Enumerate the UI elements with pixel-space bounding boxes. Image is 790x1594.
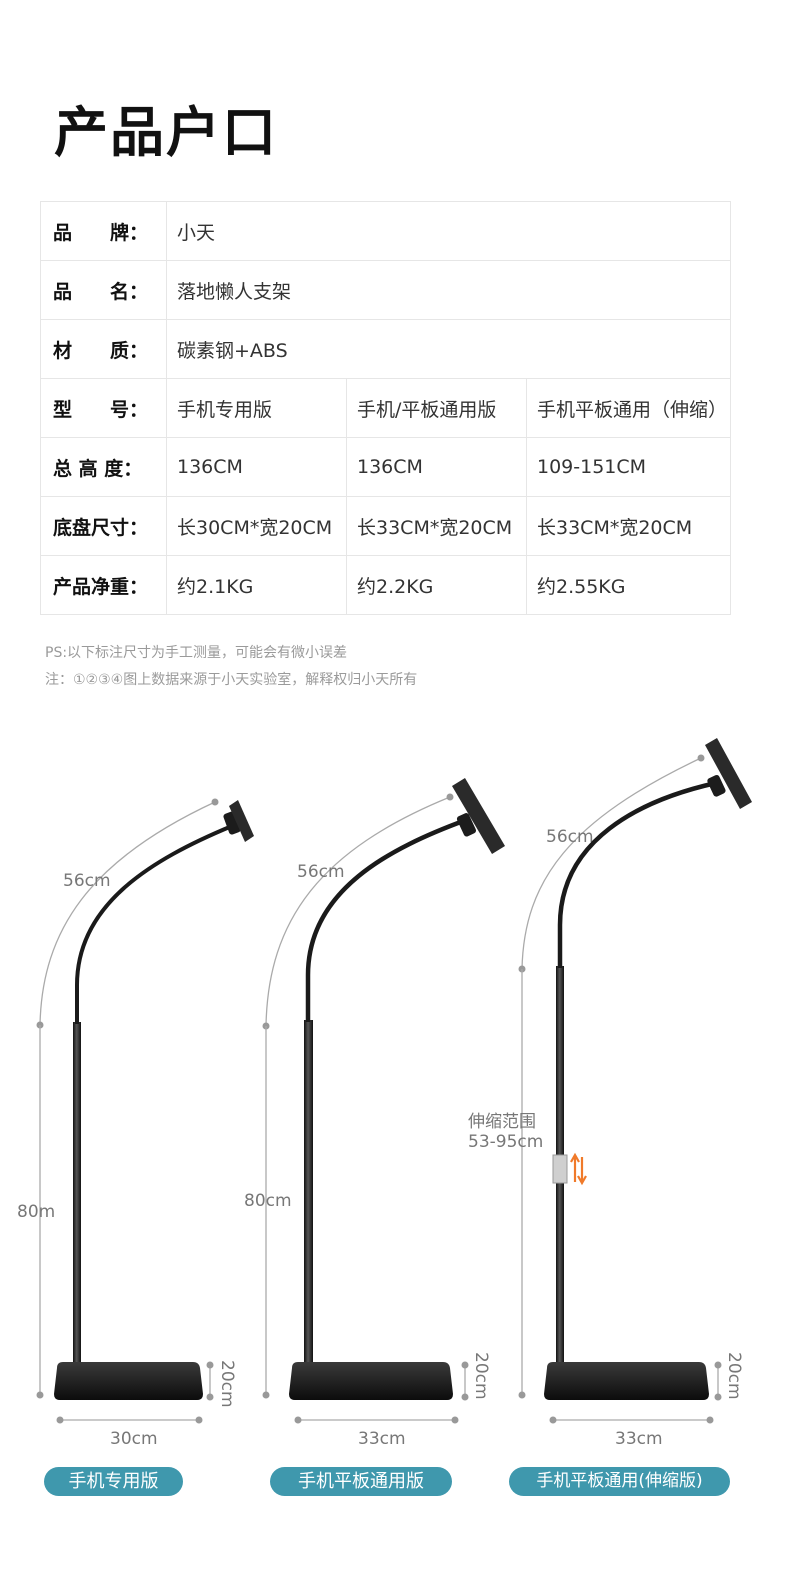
variant-label-phone-tablet: 手机平板通用版 — [270, 1467, 452, 1496]
spec-value: 手机平板通用（伸缩） — [525, 378, 732, 438]
telescopic-joint — [552, 1154, 568, 1184]
pole-height-label: 80m — [17, 1202, 55, 1222]
base — [544, 1362, 709, 1400]
spec-row-brand: 品 牌： 小天 — [40, 201, 732, 261]
spec-value: 136CM — [166, 437, 347, 497]
base-width-label: 33cm — [615, 1429, 663, 1449]
base-width-label: 33cm — [358, 1429, 406, 1449]
spec-value: 长33CM*宽20CM — [346, 496, 527, 556]
notes: PS:以下标注尺寸为手工测量，可能会有微小误差 注：①②③④图上数据来源于小天实… — [45, 640, 417, 694]
gooseneck — [75, 824, 233, 1024]
spec-row-name: 品 名： 落地懒人支架 — [40, 260, 732, 320]
spec-label: 型 号： — [40, 378, 167, 438]
spec-value: 约2.2KG — [346, 555, 527, 615]
tablet-clamp — [705, 738, 752, 809]
spec-value: 手机/平板通用版 — [346, 378, 527, 438]
spec-label: 底盘尺寸： — [40, 496, 167, 556]
spec-row-height: 总 高 度： 136CM 136CM 109-151CM — [40, 437, 732, 497]
spec-value: 长33CM*宽20CM — [525, 496, 732, 556]
spec-label: 材 质： — [40, 319, 167, 379]
stand-phone: 56cm 80m 20cm 30cm — [17, 798, 254, 1449]
variant-label-phone: 手机专用版 — [44, 1467, 183, 1496]
arm-dimension-line — [265, 796, 451, 1027]
spec-value: 约2.55KG — [525, 555, 732, 615]
spec-value: 109-151CM — [525, 437, 732, 497]
stand-diagrams: 56cm 80m 20cm 30cm 56cm 80cm 20cm 33cm — [17, 738, 752, 1449]
base-depth-label: 20cm — [217, 1360, 237, 1408]
range-title: 伸缩范围 — [468, 1112, 536, 1132]
spec-row-material: 材 质： 碳素钢+ABS — [40, 319, 732, 379]
spec-value: 长30CM*宽20CM — [166, 496, 347, 556]
stand-phone-tablet: 56cm 80cm 20cm 33cm — [244, 778, 505, 1449]
arm-dimension-line — [39, 801, 216, 1026]
spec-label: 品 名： — [40, 260, 167, 320]
variant-label-telescopic: 手机平板通用(伸缩版) — [509, 1467, 730, 1496]
arm-dimension-line — [521, 757, 702, 970]
phone-clamp — [229, 800, 254, 842]
spec-value: 约2.1KG — [166, 555, 347, 615]
spec-row-base: 底盘尺寸： 长30CM*宽20CM 长33CM*宽20CM 长33CM*宽20C… — [40, 496, 732, 556]
base-depth-label: 20cm — [724, 1352, 744, 1400]
spec-value: 碳素钢+ABS — [165, 319, 732, 379]
base — [54, 1362, 203, 1400]
spec-label: 总 高 度： — [40, 437, 167, 497]
gooseneck — [305, 817, 467, 1022]
tablet-clamp — [452, 778, 505, 854]
spec-row-model: 型 号： 手机专用版 手机/平板通用版 手机平板通用（伸缩） — [40, 378, 732, 438]
spec-value: 手机专用版 — [166, 378, 347, 438]
note-measurement: PS:以下标注尺寸为手工测量，可能会有微小误差 — [45, 645, 348, 661]
pole — [304, 1020, 313, 1367]
base — [289, 1362, 453, 1400]
stand-telescopic: 56cm 伸缩范围 53-95cm 20cm 33cm — [468, 738, 752, 1449]
spec-value: 小天 — [165, 201, 732, 261]
arm-length-label: 56cm — [546, 827, 594, 847]
arm-length-label: 56cm — [63, 871, 111, 891]
note-copyright: 注：①②③④图上数据来源于小天实验室，解释权归小天所有 — [45, 672, 418, 688]
arm-length-label: 56cm — [297, 862, 345, 882]
adjust-arrows-icon — [570, 1152, 587, 1186]
spec-value: 落地懒人支架 — [165, 260, 732, 320]
base-width-label: 30cm — [110, 1429, 158, 1449]
range-value: 53-95cm — [468, 1132, 543, 1152]
spec-label: 产品净重： — [40, 555, 167, 615]
pole — [73, 1022, 81, 1367]
spec-row-weight: 产品净重： 约2.1KG 约2.2KG 约2.55KG — [40, 555, 732, 615]
gooseneck — [557, 780, 717, 968]
spec-label: 品 牌： — [40, 201, 167, 261]
page-title: 产品户口 — [54, 101, 278, 164]
spec-value: 136CM — [346, 437, 527, 497]
spec-table: 品 牌： 小天 品 名： 落地懒人支架 材 质： 碳素钢+ABS 型 号： 手机… — [40, 201, 732, 615]
base-depth-label: 20cm — [471, 1352, 491, 1400]
pole-height-label: 80cm — [244, 1191, 292, 1211]
